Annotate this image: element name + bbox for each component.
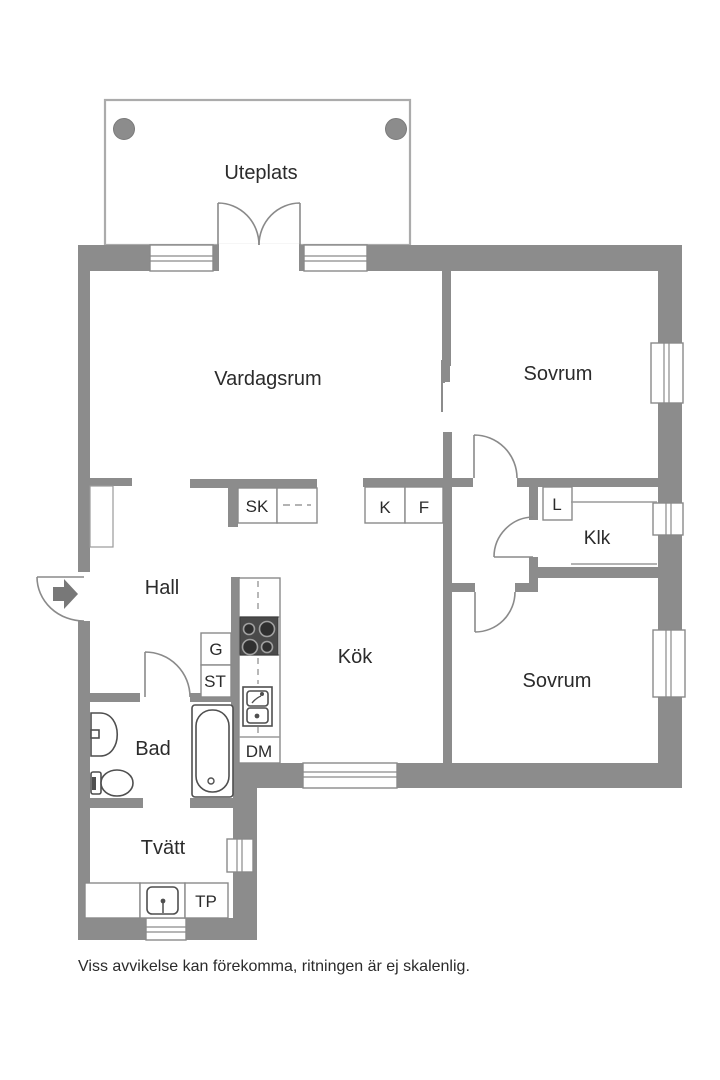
wall-closet-left-lower bbox=[529, 557, 538, 592]
bathroom-door bbox=[144, 651, 191, 698]
cabinet-label-sk: SK bbox=[246, 497, 269, 516]
entrance-arrow-icon bbox=[53, 579, 78, 609]
kitchen-counter: DM bbox=[238, 577, 281, 764]
window-laundry-right bbox=[226, 838, 254, 873]
wall-sk-stub bbox=[228, 488, 238, 527]
bedroom1-door bbox=[473, 434, 518, 479]
wall-exterior-bottom-right bbox=[233, 763, 682, 788]
kitchen-sink bbox=[242, 686, 273, 727]
window-bedroom1 bbox=[650, 342, 684, 404]
washbasin bbox=[90, 712, 119, 757]
wall-above-sk bbox=[190, 479, 317, 488]
entry-door bbox=[36, 576, 85, 622]
wall-closet-left-upper bbox=[529, 487, 538, 520]
laundry-bench bbox=[84, 882, 141, 919]
room-label-uteplats: Uteplats bbox=[224, 162, 297, 184]
wall-hall-stub bbox=[88, 478, 132, 486]
room-label-vardagsrum: Vardagsrum bbox=[214, 368, 321, 390]
room-label-kok: Kök bbox=[338, 646, 373, 668]
cabinet-freezer bbox=[404, 486, 444, 524]
laundry-sink bbox=[146, 886, 179, 915]
wall-bath-top-a bbox=[85, 693, 140, 702]
wall-thin-segment-c bbox=[441, 383, 443, 412]
cabinet-l bbox=[542, 486, 573, 521]
wall-closet-bottom bbox=[535, 567, 662, 578]
cabinet-sk bbox=[237, 487, 278, 524]
cabinet-g bbox=[200, 632, 232, 666]
window-kitchen bbox=[302, 762, 398, 789]
patio-post-left bbox=[113, 118, 135, 140]
wall-livingroom-bedroom1 bbox=[442, 271, 451, 366]
room-label-klk: Klk bbox=[584, 528, 611, 549]
wall-kitchen-left bbox=[231, 577, 240, 763]
window-bedroom2 bbox=[652, 629, 686, 698]
cabinet-label-st: ST bbox=[204, 672, 226, 691]
wall-corridor-kitchen bbox=[443, 432, 452, 765]
patio-post-right bbox=[385, 118, 407, 140]
wall-exterior-left-upper bbox=[78, 271, 90, 573]
cabinet-label-dm: DM bbox=[246, 742, 272, 761]
patio-door-opening bbox=[219, 244, 299, 272]
wall-bedroom2-top-a bbox=[443, 583, 475, 592]
window-laundry-bottom bbox=[145, 917, 187, 941]
bedroom2-door bbox=[474, 591, 516, 633]
room-label-sovrum-1: Sovrum bbox=[524, 363, 593, 385]
wall-thin-segment-b bbox=[445, 363, 450, 382]
disclaimer-text: Viss avvikelse kan förekomma, ritningen … bbox=[78, 958, 470, 975]
entry-door-opening bbox=[77, 572, 91, 621]
wall-above-fridge bbox=[363, 478, 473, 487]
cabinets: SK K F L G ST DM TP bbox=[84, 485, 657, 919]
closet-shelf-lines bbox=[571, 501, 657, 565]
closet-door bbox=[493, 516, 534, 558]
room-label-tvatt: Tvätt bbox=[141, 837, 186, 859]
cabinet-st bbox=[200, 664, 232, 698]
cabinet-label-k: K bbox=[379, 498, 391, 517]
window-closet bbox=[652, 502, 684, 536]
stove bbox=[239, 616, 279, 656]
room-label-hall: Hall bbox=[145, 577, 179, 599]
windows bbox=[145, 244, 686, 941]
wall-bath-bottom-b bbox=[190, 798, 238, 808]
bathtub bbox=[191, 704, 234, 798]
window-livingroom-left bbox=[149, 244, 214, 272]
cabinet-tp bbox=[184, 882, 229, 919]
cabinet-label-l: L bbox=[552, 495, 561, 514]
doors bbox=[36, 202, 534, 698]
cabinet-label-tp: TP bbox=[195, 892, 217, 911]
cabinet-label-f: F bbox=[419, 498, 429, 517]
cabinet-label-g: G bbox=[209, 640, 222, 659]
patio-double-door bbox=[217, 202, 301, 246]
wall-bath-bottom-a bbox=[78, 798, 143, 808]
room-label-bad: Bad bbox=[135, 738, 171, 760]
room-labels: Vardagsrum Sovrum Sovrum Hall Kök Klk Ba… bbox=[135, 363, 610, 859]
fixtures bbox=[90, 616, 279, 915]
patio: Uteplats bbox=[103, 98, 412, 247]
wall-bedroom2-top-b bbox=[515, 583, 538, 592]
patio-outline bbox=[103, 98, 412, 247]
room-label-sovrum-2: Sovrum bbox=[523, 670, 592, 692]
toilet bbox=[90, 769, 134, 797]
wall-thin-segment-a bbox=[441, 360, 445, 383]
window-livingroom-right bbox=[303, 244, 368, 272]
wall-bedroom1-closet bbox=[517, 478, 662, 487]
hall-niche bbox=[89, 485, 114, 548]
